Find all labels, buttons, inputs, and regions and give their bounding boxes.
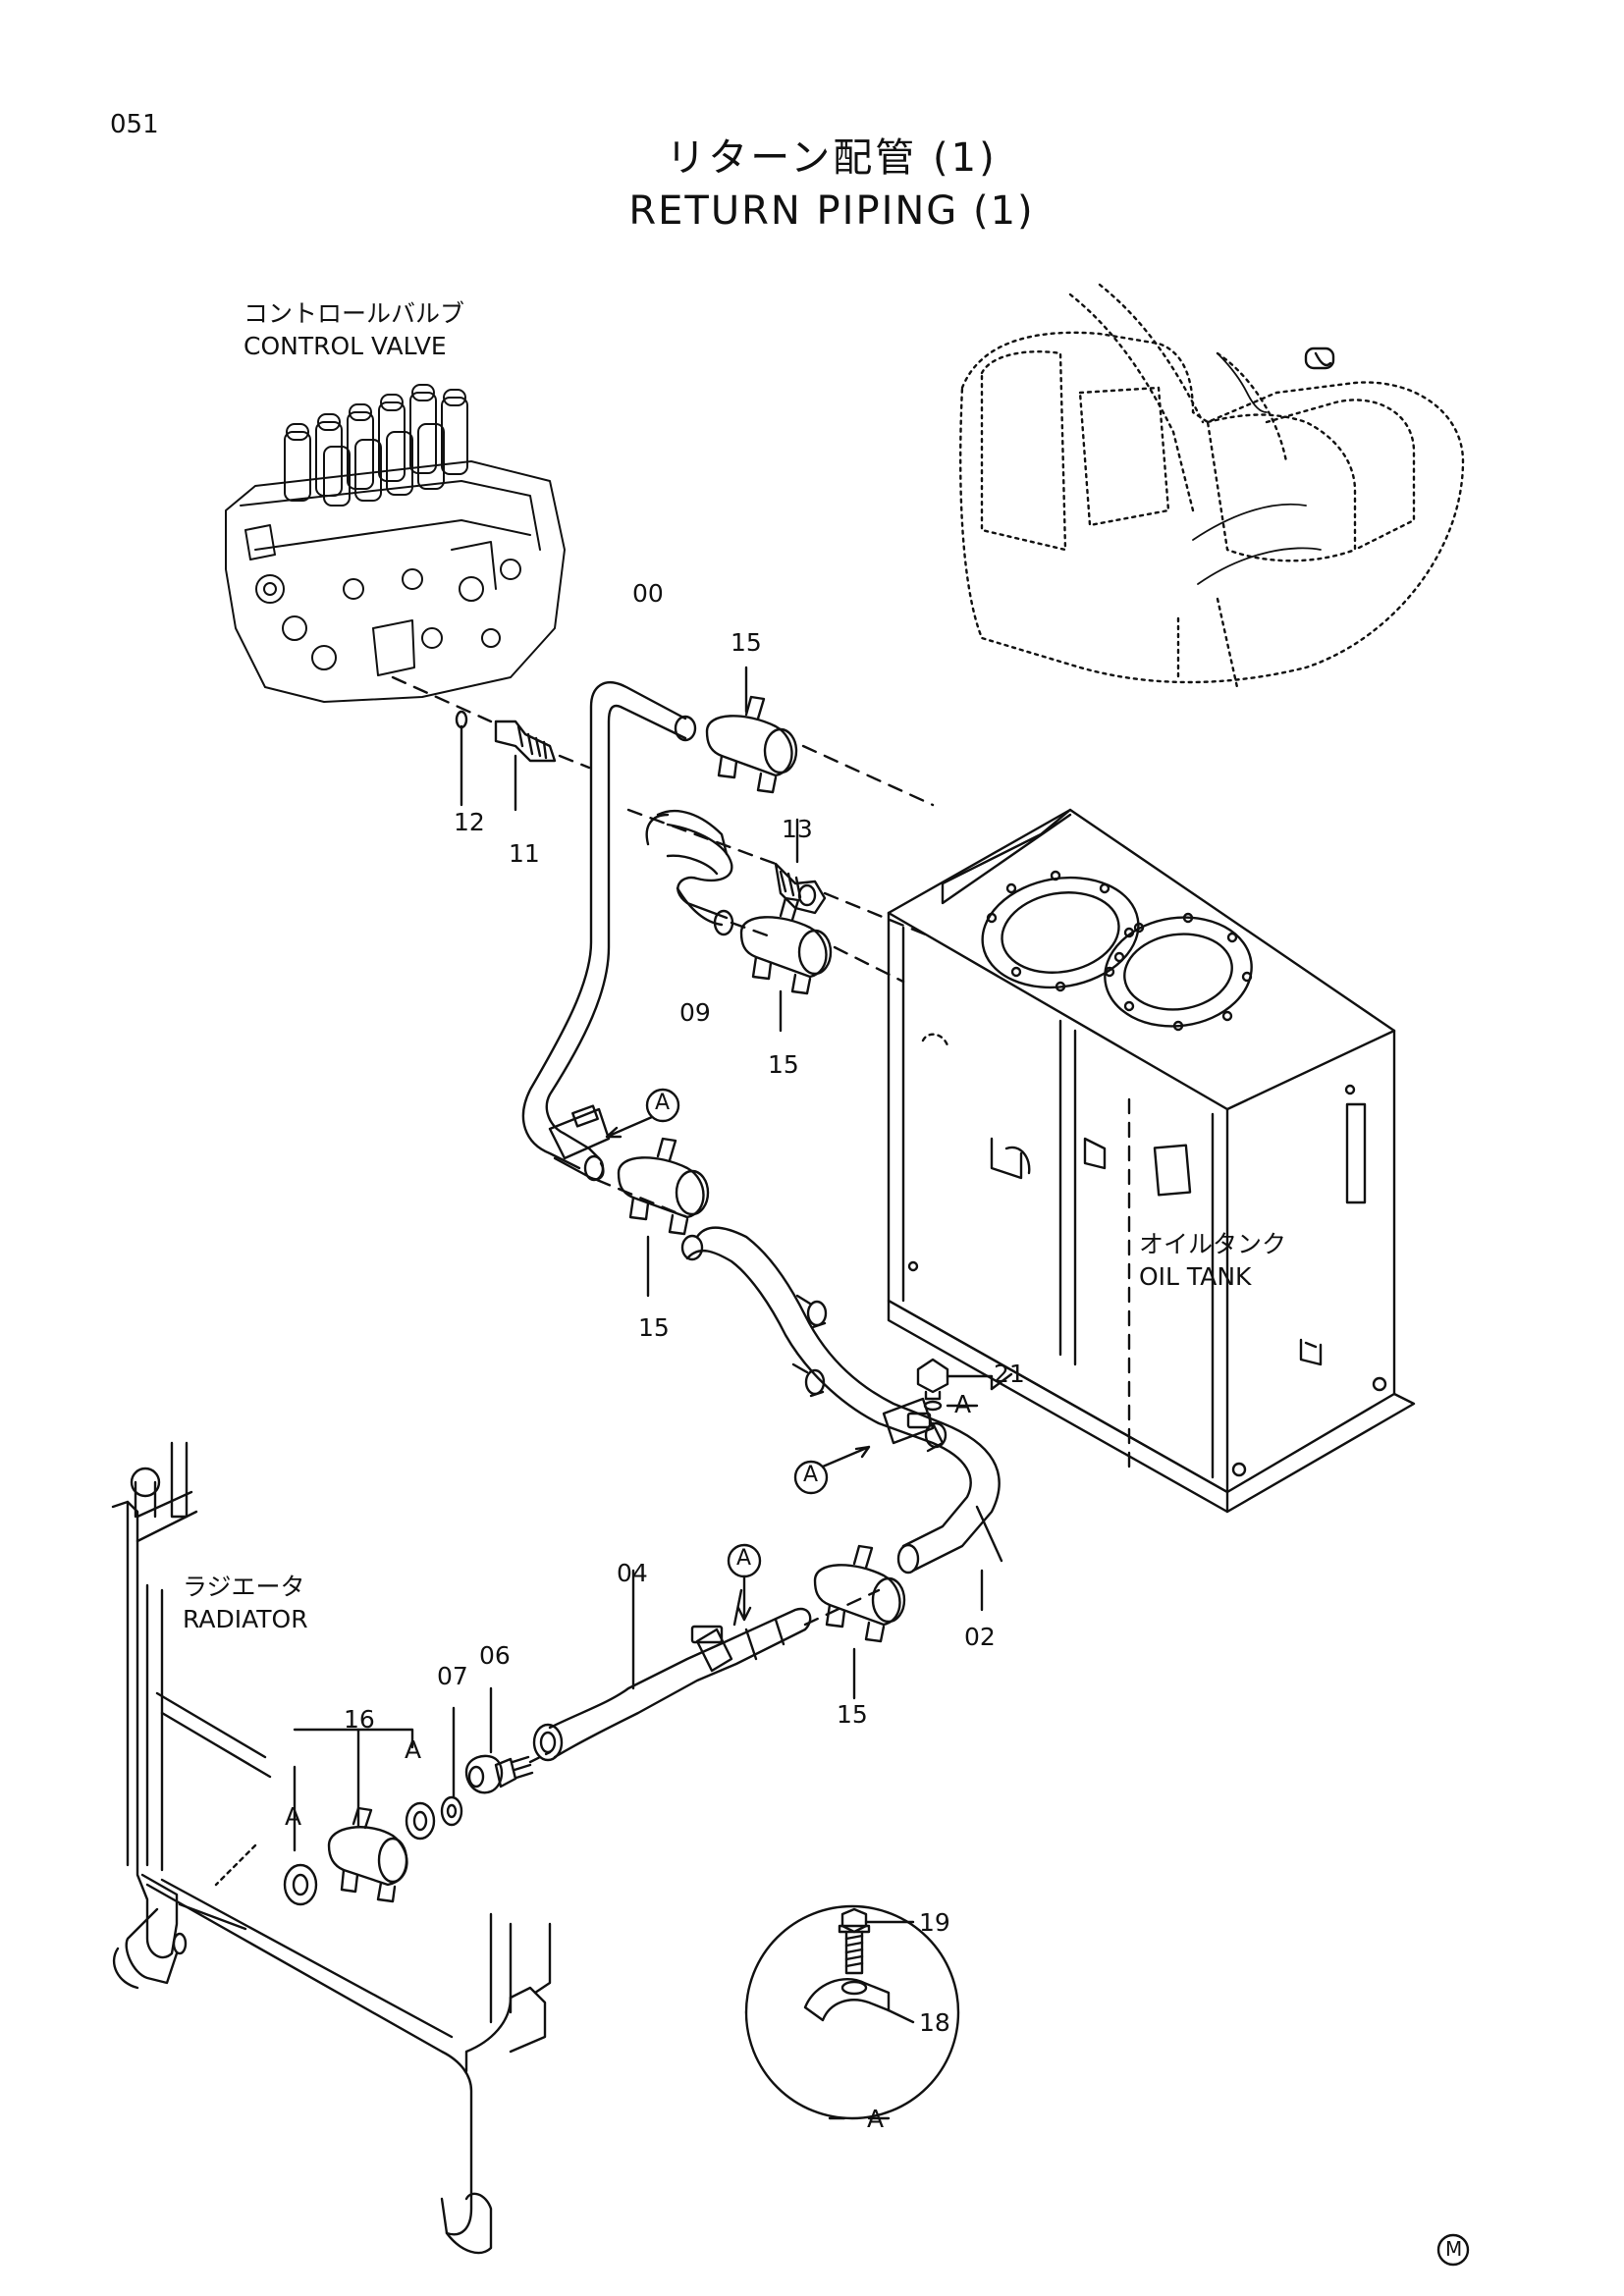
pipe-02 xyxy=(682,1228,1001,1610)
radiator-label-en: RADIATOR xyxy=(183,1605,308,1633)
detail-view-a xyxy=(746,1906,958,2118)
part-number-11: 11 xyxy=(509,839,540,868)
radiator-illustration xyxy=(113,1443,550,2253)
part-number-15: 15 xyxy=(731,628,762,657)
view-ref-a: A xyxy=(736,1546,752,1571)
page-title-japanese: リターン配管 (1) xyxy=(666,135,998,181)
bolt-21 xyxy=(918,1360,1011,1410)
part-number-15: 15 xyxy=(837,1700,868,1729)
pipe-04 xyxy=(534,1571,879,1760)
view-ref-a: A xyxy=(954,1390,972,1418)
part-number-16: 16 xyxy=(344,1705,375,1734)
part-number-02: 02 xyxy=(964,1623,996,1651)
clamp-15-upper xyxy=(707,667,933,805)
part-number-13: 13 xyxy=(782,815,813,843)
fitting-13 xyxy=(776,820,933,937)
part-number-06: 06 xyxy=(479,1641,511,1670)
callout-a-balloons xyxy=(607,1090,869,1620)
part-number-19: 19 xyxy=(919,1908,950,1937)
oil-tank-illustration xyxy=(889,810,1414,1512)
m-mark xyxy=(1438,2235,1468,2265)
part-number-18: 18 xyxy=(919,2008,950,2037)
part-number-00: 00 xyxy=(632,579,664,608)
radiator-label-jp: ラジエータ xyxy=(183,1573,305,1601)
clamp-15-lower-right xyxy=(815,1546,904,1698)
part-number-04: 04 xyxy=(617,1559,648,1587)
part-number-15: 15 xyxy=(638,1313,670,1342)
excavator-illustration xyxy=(960,285,1463,687)
part-number-07: 07 xyxy=(437,1662,468,1690)
control-valve-label-jp: コントロールバルブ xyxy=(244,299,465,328)
control-valve-illustration xyxy=(226,385,565,702)
part-number-12: 12 xyxy=(454,808,485,836)
part-number-21: 21 xyxy=(994,1360,1025,1388)
fitting-06-washer-07 xyxy=(406,1688,550,1839)
clamp-15-lower-left xyxy=(619,1139,708,1296)
view-ref-a: A xyxy=(803,1463,819,1487)
hose-09 xyxy=(628,810,776,938)
part-number-09: 09 xyxy=(679,998,711,1027)
pipe-00 xyxy=(523,682,695,1217)
fitting-11-and-oring-12 xyxy=(393,677,589,810)
oil-tank-label-jp: オイルタンク xyxy=(1139,1230,1287,1258)
part-number-15: 15 xyxy=(768,1050,799,1079)
clamp-16 xyxy=(285,1730,412,1904)
page-number: 051 xyxy=(110,110,159,139)
detail-view-label: A xyxy=(867,2105,885,2133)
view-ref-a: A xyxy=(285,1802,302,1831)
m-mark-letter: M xyxy=(1445,2237,1463,2261)
view-ref-a: A xyxy=(405,1735,422,1764)
page-title-english: RETURN PIPING (1) xyxy=(628,188,1035,234)
view-ref-a: A xyxy=(655,1091,671,1115)
control-valve-label-en: CONTROL VALVE xyxy=(244,332,447,360)
clamp-15-middle xyxy=(741,898,903,1031)
oil-tank-label-en: OIL TANK xyxy=(1139,1262,1252,1291)
